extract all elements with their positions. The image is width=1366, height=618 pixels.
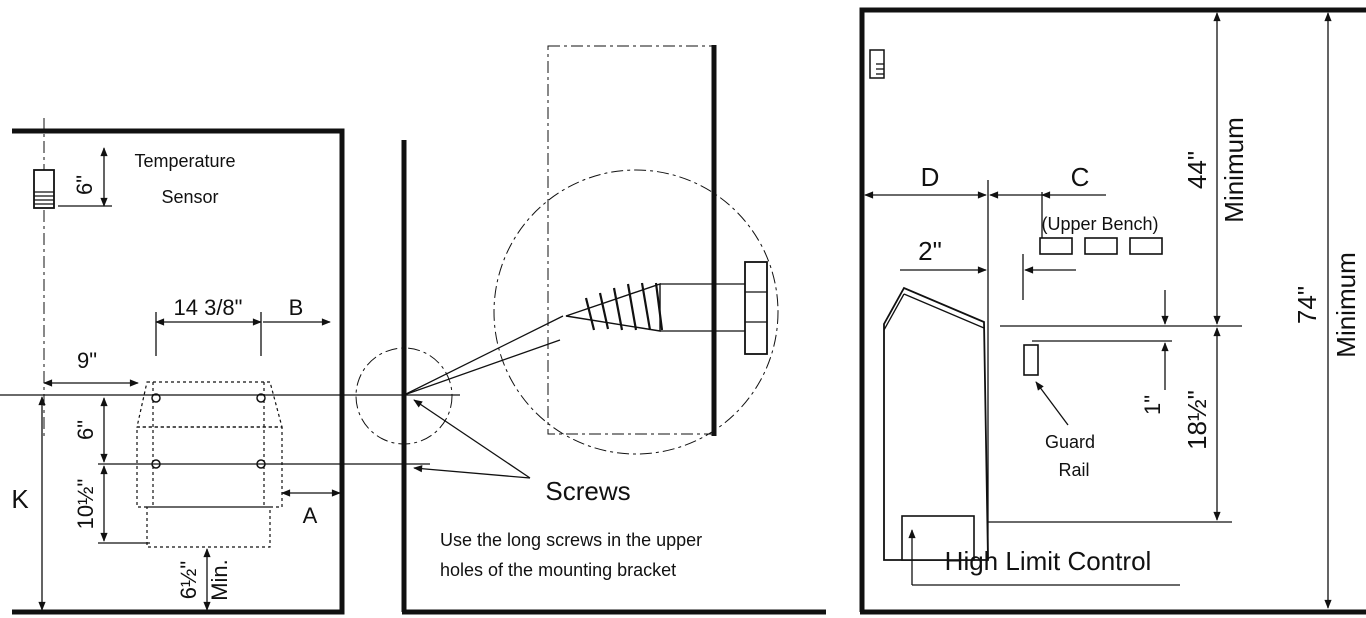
sensor-label-line2: Sensor xyxy=(161,187,218,207)
ceiling-min-label: Minimum xyxy=(1219,117,1249,222)
mounting-hole-icon xyxy=(256,393,266,403)
heater-height-label: 18½" xyxy=(1182,390,1212,450)
heater-icon xyxy=(883,286,989,561)
temperature-sensor-icon xyxy=(33,169,55,209)
dim-9-label: 9" xyxy=(77,348,97,373)
dim-a-label: A xyxy=(303,503,318,528)
bracket-width-label: 14 3/8" xyxy=(174,295,243,320)
dim-d-label: D xyxy=(921,162,940,192)
dim-b-label: B xyxy=(289,295,304,320)
guard-rail-line2: Rail xyxy=(1058,460,1089,480)
upper-bench-label: (Upper Bench) xyxy=(1041,214,1158,234)
bench-slat xyxy=(1129,237,1163,255)
dim-k-label: K xyxy=(11,484,29,514)
sensor-offset-label: 6" xyxy=(72,175,97,195)
total-height-label: 74" xyxy=(1292,286,1322,324)
total-min-label: Minimum xyxy=(1331,252,1361,357)
detail-callout-circle xyxy=(355,347,453,445)
screws-note-line2: holes of the mounting bracket xyxy=(440,560,676,580)
guard-rail-icon xyxy=(1023,344,1039,376)
hole-spacing-label: 6" xyxy=(73,420,98,440)
bench-slat xyxy=(1084,237,1118,255)
dim-c-label: C xyxy=(1071,162,1090,192)
mounting-hole-icon xyxy=(151,393,161,403)
left-panel-wall xyxy=(12,128,345,615)
screw-detail-view xyxy=(493,45,779,455)
sensor-icon xyxy=(869,49,885,79)
guard-rail-line1: Guard xyxy=(1045,432,1095,452)
right-panel-wall xyxy=(859,7,1366,612)
dim-2-label: 2" xyxy=(918,236,942,266)
middle-panel: Screws Use the long screws in the upper … xyxy=(355,45,826,615)
bench-slat xyxy=(1039,237,1073,255)
ceiling-clearance-label: 44" xyxy=(1182,151,1212,189)
sensor-label-line1: Temperature xyxy=(134,151,235,171)
rail-gap-label: 1" xyxy=(1140,395,1165,415)
screws-label: Screws xyxy=(545,476,630,506)
floor-clearance-label: 6½" xyxy=(176,561,201,599)
floor-min-label: Min. xyxy=(207,559,232,601)
left-panel: 6" Temperature Sensor 14 3/8" B 9" xyxy=(0,118,460,615)
right-panel: D C (Upper Bench) 2" Guard Rail xyxy=(859,7,1366,615)
bottom-offset-label: 10½" xyxy=(73,479,98,530)
screws-note-line1: Use the long screws in the upper xyxy=(440,530,702,550)
high-limit-label: High Limit Control xyxy=(945,546,1152,576)
